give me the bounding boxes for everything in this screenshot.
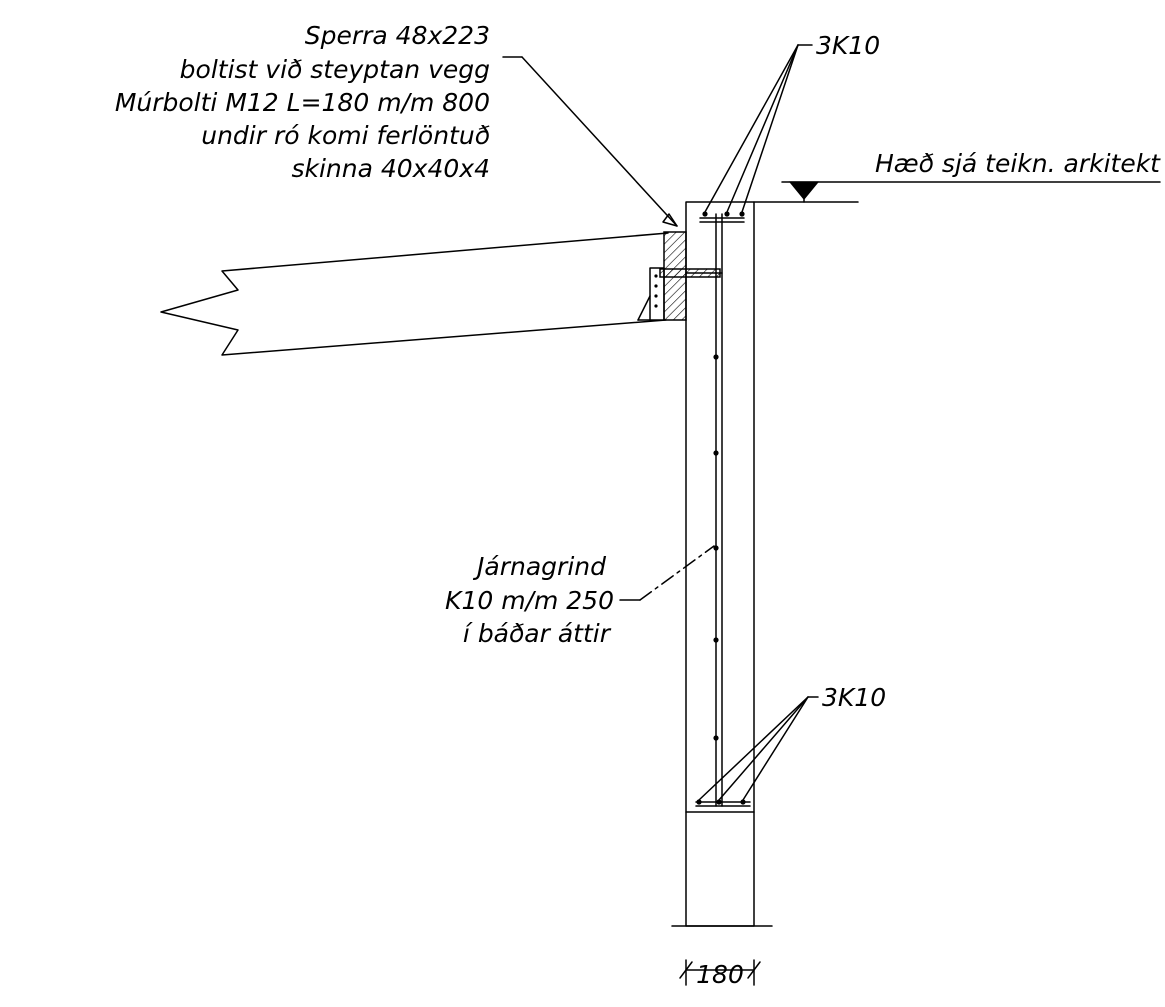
rafter-note-line-5: skinna 40x40x4 [291, 154, 490, 183]
level-label: Hæð sjá teikn. arkitekt [875, 149, 1161, 178]
rafter-note-line-1: Sperra 48x223 [305, 21, 490, 50]
rafter-beam [160, 231, 687, 356]
bolt-bracket [637, 267, 723, 321]
mesh-note-line-2: K10 m/m 250 [445, 586, 614, 615]
top-rebar-label: 3K10 [816, 31, 880, 60]
rafter-note-line-3: Múrbolti M12 L=180 m/m 800 [115, 88, 490, 117]
rafter-note-line-2: boltist við steyptan vegg [180, 55, 490, 84]
wall-thickness-label: 180 [696, 960, 744, 989]
rafter-note: Sperra 48x223 boltist við steyptan vegg … [115, 21, 490, 183]
concrete-wall [671, 201, 859, 927]
rebar-cage [695, 213, 751, 807]
rafter-note-line-4: undir ró komi ferlöntuð [201, 121, 490, 150]
leader-lines [502, 44, 819, 801]
level-marker [781, 181, 1161, 203]
dimension-180 [679, 959, 761, 986]
mesh-note-line-3: í báðar áttir [463, 619, 612, 648]
rebar-dots [696, 211, 746, 805]
bottom-rebar-label: 3K10 [822, 683, 886, 712]
mesh-note: Járnagrind K10 m/m 250 í báðar áttir [445, 552, 614, 648]
mesh-note-line-1: Járnagrind [472, 552, 606, 581]
